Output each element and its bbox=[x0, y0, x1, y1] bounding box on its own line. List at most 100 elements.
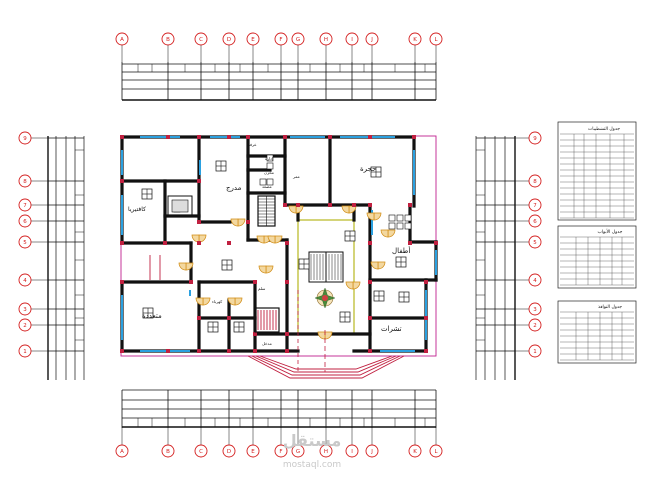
light-fixture-icon bbox=[373, 290, 385, 302]
structural-column bbox=[328, 135, 332, 139]
door-swing bbox=[345, 281, 361, 290]
grid-bubble-label: 5 bbox=[533, 240, 537, 246]
structural-column bbox=[368, 316, 372, 320]
light-fixture-icon bbox=[398, 291, 410, 303]
compass-rose-icon bbox=[314, 287, 336, 309]
light-fixture-icon bbox=[141, 188, 153, 200]
structural-column bbox=[328, 203, 332, 207]
structural-column bbox=[368, 135, 372, 139]
entrance-ramp bbox=[247, 355, 405, 379]
grid-bubble-col bbox=[291, 32, 305, 46]
grid-bubble-label: 1 bbox=[23, 349, 27, 355]
grid-bubble-col bbox=[161, 32, 175, 46]
grid-bubble-col bbox=[319, 32, 333, 46]
grid-bubble-label: C bbox=[199, 449, 203, 455]
grid-bubble-label: 7 bbox=[23, 203, 27, 209]
light-fixture-icon bbox=[339, 311, 351, 323]
wc-fixture bbox=[266, 162, 274, 170]
grid-bubble-row bbox=[18, 302, 32, 316]
grid-bubble-col bbox=[345, 32, 359, 46]
room-label-multipurpose: متعددة bbox=[142, 312, 162, 320]
structural-column bbox=[197, 316, 201, 320]
doors-table: جدول الأبواب bbox=[557, 225, 637, 289]
grid-bubble-row bbox=[18, 131, 32, 145]
structural-column bbox=[227, 135, 231, 139]
grid-bubble-label: C bbox=[199, 37, 203, 43]
windows-table: جدول النوافذ bbox=[557, 300, 637, 364]
right-elevation-lines bbox=[475, 136, 529, 380]
light-fixture-icon bbox=[370, 166, 382, 178]
wc-fixture bbox=[388, 214, 396, 222]
grid-bubble-col bbox=[161, 444, 175, 458]
structural-column bbox=[197, 179, 201, 183]
grid-bubble-row bbox=[18, 198, 32, 212]
grid-bubble-label: 1 bbox=[533, 349, 537, 355]
grid-bubble-row bbox=[18, 273, 32, 287]
structural-column bbox=[424, 280, 428, 284]
wc-fixture bbox=[404, 214, 412, 222]
structural-column bbox=[285, 349, 289, 353]
door-swing bbox=[341, 205, 357, 214]
structural-column bbox=[285, 332, 289, 336]
door-swing bbox=[178, 262, 194, 271]
watermark-url: mostaql.com bbox=[283, 460, 341, 470]
structural-column bbox=[253, 332, 257, 336]
door-swing bbox=[230, 218, 246, 227]
grid-bubble-label: 4 bbox=[23, 278, 27, 284]
grid-bubble-row bbox=[528, 273, 542, 287]
grid-bubble-label: K bbox=[413, 449, 417, 455]
bottom-elevation-lines bbox=[121, 389, 437, 445]
structural-column bbox=[424, 349, 428, 353]
light-fixtures bbox=[141, 154, 412, 372]
grid-bubble-row bbox=[528, 302, 542, 316]
room-label-toilets: تشرات bbox=[381, 325, 402, 333]
windows-table-title: جدول النوافذ bbox=[598, 305, 622, 310]
grid-bubble-label: 8 bbox=[533, 179, 537, 185]
light-fixture-icon bbox=[221, 259, 233, 271]
light-fixture-icon bbox=[215, 160, 227, 172]
structural-column bbox=[166, 135, 170, 139]
grid-bubble-label: B bbox=[166, 37, 170, 43]
grid-bubble-row bbox=[528, 174, 542, 188]
grid-bubble-col bbox=[408, 32, 422, 46]
grid-bubble-label: K bbox=[413, 37, 417, 43]
grid-bubble-label: D bbox=[227, 449, 231, 455]
grid-bubble-row bbox=[528, 318, 542, 332]
structural-column bbox=[197, 241, 201, 245]
structural-column bbox=[120, 241, 124, 245]
structural-column bbox=[408, 241, 412, 245]
grid-bubble-col bbox=[291, 444, 305, 458]
structural-column bbox=[163, 241, 167, 245]
structural-column bbox=[253, 349, 257, 353]
grid-bubble-label: 9 bbox=[533, 136, 537, 142]
structural-column bbox=[352, 203, 356, 207]
light-fixture-icon bbox=[298, 258, 310, 270]
grid-bubble-label: L bbox=[434, 449, 438, 455]
room-label-kids: أطفال bbox=[392, 246, 410, 255]
structural-column bbox=[227, 241, 231, 245]
grid-bubble-label: 5 bbox=[23, 240, 27, 246]
structural-column bbox=[197, 220, 201, 224]
light-fixture-icon bbox=[395, 256, 407, 268]
structural-column bbox=[285, 280, 289, 284]
grid-bubble-col bbox=[115, 32, 129, 46]
grid-bubble-label: 3 bbox=[23, 307, 27, 313]
structural-column bbox=[285, 241, 289, 245]
grid-bubble-label: A bbox=[120, 37, 124, 43]
wc-fixture bbox=[404, 222, 412, 230]
grid-bubble-col bbox=[274, 444, 288, 458]
grid-bubble-label: E bbox=[251, 37, 255, 43]
structural-column bbox=[120, 280, 124, 284]
grid-bubble-label: G bbox=[296, 449, 300, 455]
structural-column bbox=[227, 349, 231, 353]
wc-fixture bbox=[266, 178, 274, 186]
door-swing bbox=[258, 265, 274, 274]
finishes-table-title: جدول التشطيبات bbox=[588, 127, 620, 132]
small-label: ممر bbox=[292, 174, 300, 179]
structural-column bbox=[368, 280, 372, 284]
door-swing bbox=[366, 212, 382, 221]
small-label: سلم bbox=[258, 286, 266, 291]
door-swing bbox=[370, 261, 386, 270]
grid-bubble-col bbox=[319, 444, 333, 458]
